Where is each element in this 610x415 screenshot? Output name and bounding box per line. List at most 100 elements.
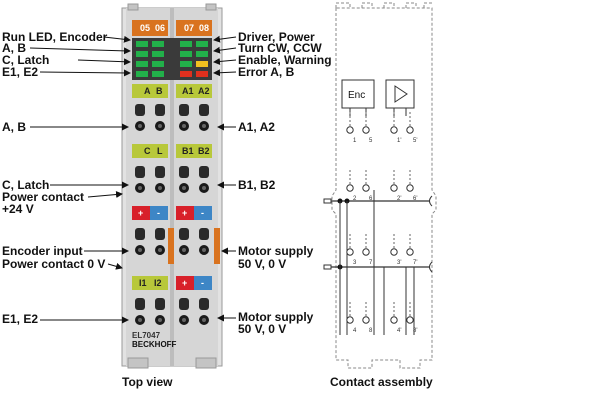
wire-entry-hole-center <box>138 318 142 322</box>
caption-top-view: Top view <box>122 375 173 389</box>
terminal-label-a1: A1 <box>182 86 194 96</box>
label-enable-warning: Enable, Warning <box>238 53 332 67</box>
label-motor-50v-0v-2: 50 V, 0 V <box>238 322 287 336</box>
channel-number-06: 06 <box>155 23 165 33</box>
wire-entry-hole-center <box>202 186 206 190</box>
wire-entry-hole-center <box>182 186 186 190</box>
terminal-model: EL7047 <box>132 331 161 340</box>
contact-pin-number: 3' <box>397 260 401 266</box>
contact-point <box>362 248 370 256</box>
contact-pin-number: 5 <box>369 138 373 144</box>
led-indicator <box>136 61 148 67</box>
label-c-latch-terminal: C, Latch <box>2 178 50 192</box>
wire-entry-hole-center <box>158 248 162 252</box>
led-indicator <box>196 51 208 57</box>
contact-pin-number: 6 <box>369 196 373 202</box>
label-turn-cw-ccw: Turn CW, CCW <box>238 41 322 55</box>
led-indicator <box>196 71 208 77</box>
channel-number-row: 05 06 07 08 <box>132 20 212 36</box>
led-indicator <box>180 51 192 57</box>
terminal-label-row-4: I1 I2 + - <box>132 276 212 290</box>
contact-point <box>390 248 398 256</box>
label-encoder-input: Encoder input <box>2 244 83 258</box>
wire-entry-hole-center <box>182 318 186 322</box>
label-a1-a2: A1, A2 <box>238 120 275 134</box>
led-indicator <box>152 41 164 47</box>
terminal-label-row-3: + - + - <box>132 206 212 220</box>
contact-pin-number: 6' <box>413 196 417 202</box>
contact-point <box>346 184 354 192</box>
contact-point <box>346 316 354 324</box>
label-a-b-led: A, B <box>2 41 26 55</box>
terminal-label-a: A <box>144 86 151 96</box>
wire-entry-hole-center <box>202 318 206 322</box>
wire-entry-hole-center <box>138 248 142 252</box>
spring-release-slot <box>135 104 145 116</box>
led-indicator <box>152 51 164 57</box>
spring-release-slot <box>155 166 165 178</box>
power-contact-bar-left <box>168 228 174 264</box>
spring-release-slot <box>135 228 145 240</box>
contact-point <box>362 316 370 324</box>
label-driver-power: Driver, Power <box>238 30 315 44</box>
contact-point <box>406 316 414 324</box>
wire-entry-hole-center <box>138 186 142 190</box>
label-e1-e2-terminal: E1, E2 <box>2 312 39 326</box>
spring-release-slot <box>135 298 145 310</box>
terminal-label-row-1: A B A1 A2 <box>132 84 212 98</box>
contact-point <box>362 184 370 192</box>
led-indicator <box>180 61 192 67</box>
channel-number-08: 08 <box>199 23 209 33</box>
enc-box-label: Enc <box>348 90 365 101</box>
wire-entry-hole-center <box>158 124 162 128</box>
right-leader-lines <box>213 35 237 322</box>
contact-point <box>362 126 370 134</box>
contact-pin-number: 5' <box>413 138 417 144</box>
label-run-led-encoder: Run LED, Encoder <box>2 30 108 44</box>
wire-entry-hole-center <box>158 318 162 322</box>
spring-release-slot <box>179 228 189 240</box>
led-panel <box>132 38 212 80</box>
spring-release-slot <box>199 228 209 240</box>
contact-point <box>390 316 398 324</box>
label-power-contact-0v: Power contact 0 V <box>2 257 106 271</box>
led-indicator <box>196 41 208 47</box>
contact-point <box>346 248 354 256</box>
spring-release-slot <box>179 166 189 178</box>
spring-release-slot <box>179 104 189 116</box>
terminal-label-minus-3: - <box>201 278 204 288</box>
label-error-a-b: Error A, B <box>238 65 295 79</box>
spring-release-slot <box>155 228 165 240</box>
driver-triangle-icon <box>394 85 408 103</box>
spring-release-slot <box>135 166 145 178</box>
terminal-label-c: C <box>144 146 151 156</box>
label-c-latch-led: C, Latch <box>2 53 50 67</box>
label-motor-50v-0v-1: 50 V, 0 V <box>238 257 287 271</box>
terminal-label-minus-2: - <box>201 208 204 218</box>
terminal-label-plus-1: + <box>138 208 143 218</box>
led-indicator <box>196 61 208 67</box>
terminal-label-row-2: C L B1 B2 <box>132 144 212 158</box>
spring-release-slot <box>199 166 209 178</box>
contact-point <box>346 126 354 134</box>
contact-pin-number: 7 <box>369 260 373 266</box>
terminal-label-b1: B1 <box>182 146 194 156</box>
contact-point <box>406 248 414 256</box>
label-motor-supply-1: Motor supply <box>238 244 314 258</box>
terminal-label-plus-3: + <box>182 278 187 288</box>
terminal-label-b: B <box>156 86 163 96</box>
wire-entry-hole-center <box>182 248 186 252</box>
wire-entry-hole-center <box>138 124 142 128</box>
wire-entry-hole-center <box>202 124 206 128</box>
contact-point <box>390 126 398 134</box>
wire-entry-hole-center <box>182 124 186 128</box>
wire-entry-hole-center <box>202 248 206 252</box>
left-leader-lines <box>29 35 131 324</box>
contact-pin-number: 4 <box>353 328 357 334</box>
contact-point <box>390 184 398 192</box>
label-a-b-terminal: A, B <box>2 120 26 134</box>
caption-contact-assembly: Contact assembly <box>330 375 433 389</box>
channel-number-05: 05 <box>140 23 150 33</box>
